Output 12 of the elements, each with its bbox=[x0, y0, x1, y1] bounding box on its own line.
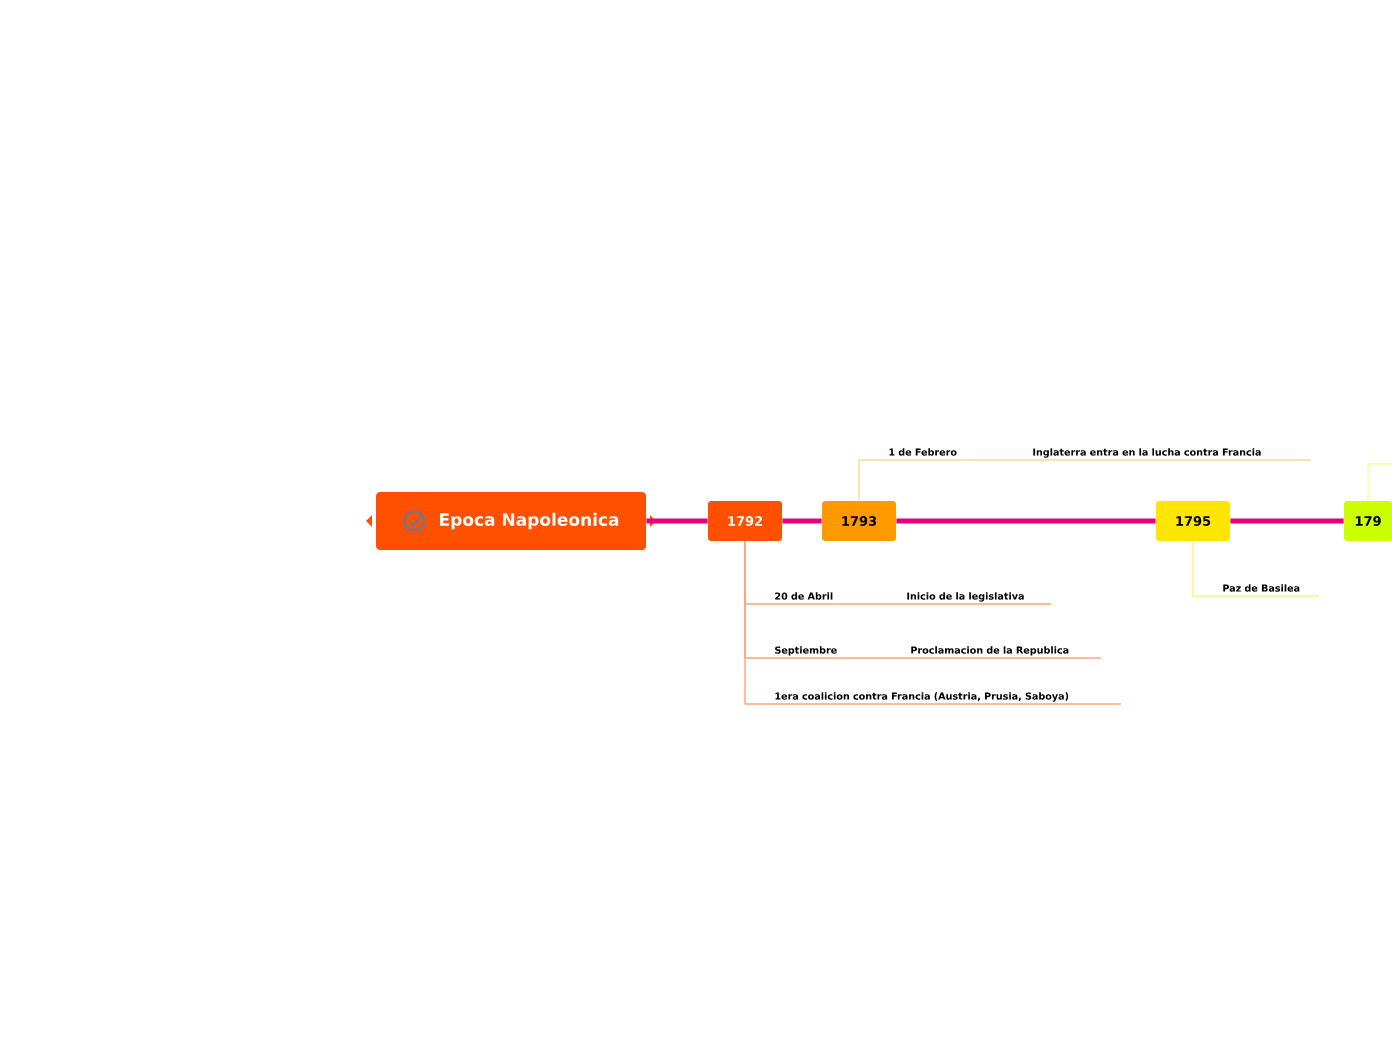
connector-line bbox=[646, 518, 708, 524]
branch-line bbox=[846, 657, 911, 659]
branch-line bbox=[1192, 540, 1223, 597]
connector-line bbox=[782, 518, 822, 524]
branch-line bbox=[858, 459, 889, 502]
branch-line bbox=[960, 459, 1033, 461]
connector-line bbox=[896, 518, 1156, 524]
topic-box: Epoca Napoleonica bbox=[366, 492, 656, 550]
branch-line bbox=[744, 540, 775, 705]
branch-line bbox=[846, 603, 907, 605]
connector-line bbox=[1230, 518, 1344, 524]
branch-line bbox=[1367, 463, 1392, 502]
